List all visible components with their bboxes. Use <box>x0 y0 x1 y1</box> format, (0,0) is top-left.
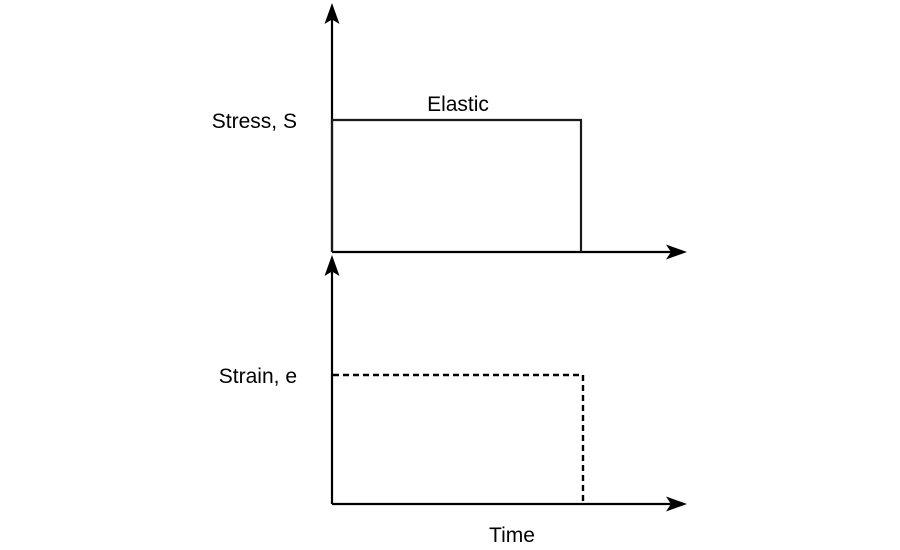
strain-panel: Strain, e <box>219 255 687 512</box>
elastic-region-label: Elastic <box>427 93 489 116</box>
time-axis-label: Time <box>489 524 535 547</box>
stress-panel: Stress, S Elastic <box>212 3 687 260</box>
stress-axis-label: Stress, S <box>212 110 297 133</box>
strain-response-curve <box>333 373 585 504</box>
stress-x-axis-arrow-icon <box>666 244 687 260</box>
strain-axis-label: Strain, e <box>219 365 297 388</box>
strain-axis-label-symbol: e <box>285 365 297 388</box>
strain-y-axis-arrow-icon <box>324 255 340 276</box>
stress-step-curve <box>330 118 583 252</box>
stress-y-axis-arrow-icon <box>324 3 340 24</box>
strain-x-axis-arrow-icon <box>666 496 687 512</box>
strain-axis-label-prefix: Strain, <box>219 365 286 388</box>
